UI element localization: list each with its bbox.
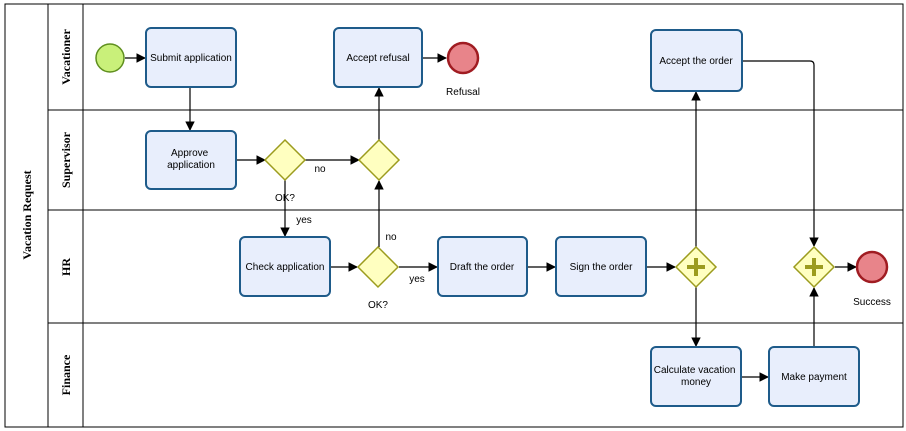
start-event: [95, 43, 125, 73]
task-label: Accept the order: [659, 56, 733, 67]
svg-text:Accept the order: Accept the order: [659, 56, 733, 67]
refusal-label: Refusal: [446, 87, 480, 98]
gateway-merge-refusal: [357, 138, 401, 182]
task-approve-application[interactable]: Approve application: [145, 130, 237, 190]
task-accept-refusal[interactable]: Accept refusal: [333, 27, 423, 88]
task-submit-application[interactable]: Submit application: [145, 27, 237, 88]
task-label: Calculate vacation: [654, 365, 736, 376]
lane-label-supervisor: Supervisor: [59, 131, 73, 188]
flow-label-no-1: no: [314, 164, 326, 175]
svg-text:Make payment: Make payment: [781, 372, 847, 383]
lane-label-finance: Finance: [59, 354, 73, 395]
gateway-ok-supervisor: [263, 138, 307, 182]
end-event-refusal: [446, 41, 480, 75]
plus-icon: [687, 258, 705, 276]
task-label: Draft the order: [450, 262, 515, 273]
task-label: application: [167, 160, 215, 171]
flow-label-yes-2: yes: [409, 274, 425, 285]
svg-text:Draft the order: Draft the order: [450, 262, 515, 273]
svg-text:Sign the order: Sign the order: [570, 262, 633, 273]
gateway-label-ok-2: OK?: [368, 300, 388, 311]
svg-text:Accept refusal: Accept refusal: [346, 53, 409, 64]
lane-label-hr: HR: [59, 258, 73, 276]
task-make-payment[interactable]: Make payment: [768, 346, 860, 407]
plus-icon: [805, 258, 823, 276]
end-event-success: [855, 250, 889, 284]
gateway-parallel-join: [792, 245, 836, 289]
task-check-application[interactable]: Check application: [239, 236, 331, 297]
flow-acceptorder-par2: [743, 60, 819, 247]
task-label: Sign the order: [570, 262, 633, 273]
gateway-ok-hr: [356, 245, 400, 289]
task-calculate-vacation-money[interactable]: Calculate vacation money: [650, 346, 742, 407]
svg-text:Submit application: Submit application: [150, 53, 232, 64]
gateway-label-ok-1: OK?: [275, 193, 295, 204]
task-label: Submit application: [150, 53, 232, 64]
task-label: Make payment: [781, 372, 847, 383]
flow-labels: OK? OK? no no yes yes: [275, 164, 425, 311]
flow-label-no-2: no: [385, 232, 397, 243]
pool: Vacation Request: [4, 3, 904, 428]
task-label: Accept refusal: [346, 53, 409, 64]
success-label: Success: [853, 297, 891, 308]
svg-text:Approve application: Approve application: [167, 148, 215, 171]
task-label: Approve: [171, 148, 209, 159]
task-label: money: [681, 377, 711, 388]
task-label: Check application: [246, 262, 325, 273]
svg-text:Calculate vacation money: Calculate vacation money: [654, 365, 739, 388]
task-accept-the-order[interactable]: Accept the order: [650, 29, 743, 92]
gateway-parallel-split: [674, 245, 718, 289]
flow-label-yes-1: yes: [296, 215, 312, 226]
lane-label-vacationer: Vacationer: [59, 29, 73, 85]
lane-labels: Vacationer Supervisor HR Finance: [59, 29, 73, 396]
task-draft-the-order[interactable]: Draft the order: [437, 236, 528, 297]
events: Refusal Success: [95, 41, 891, 308]
task-sign-the-order[interactable]: Sign the order: [555, 236, 647, 297]
svg-text:Check application: Check application: [246, 262, 325, 273]
pool-label: Vacation Request: [20, 170, 34, 259]
sequence-flows: [125, 53, 857, 382]
